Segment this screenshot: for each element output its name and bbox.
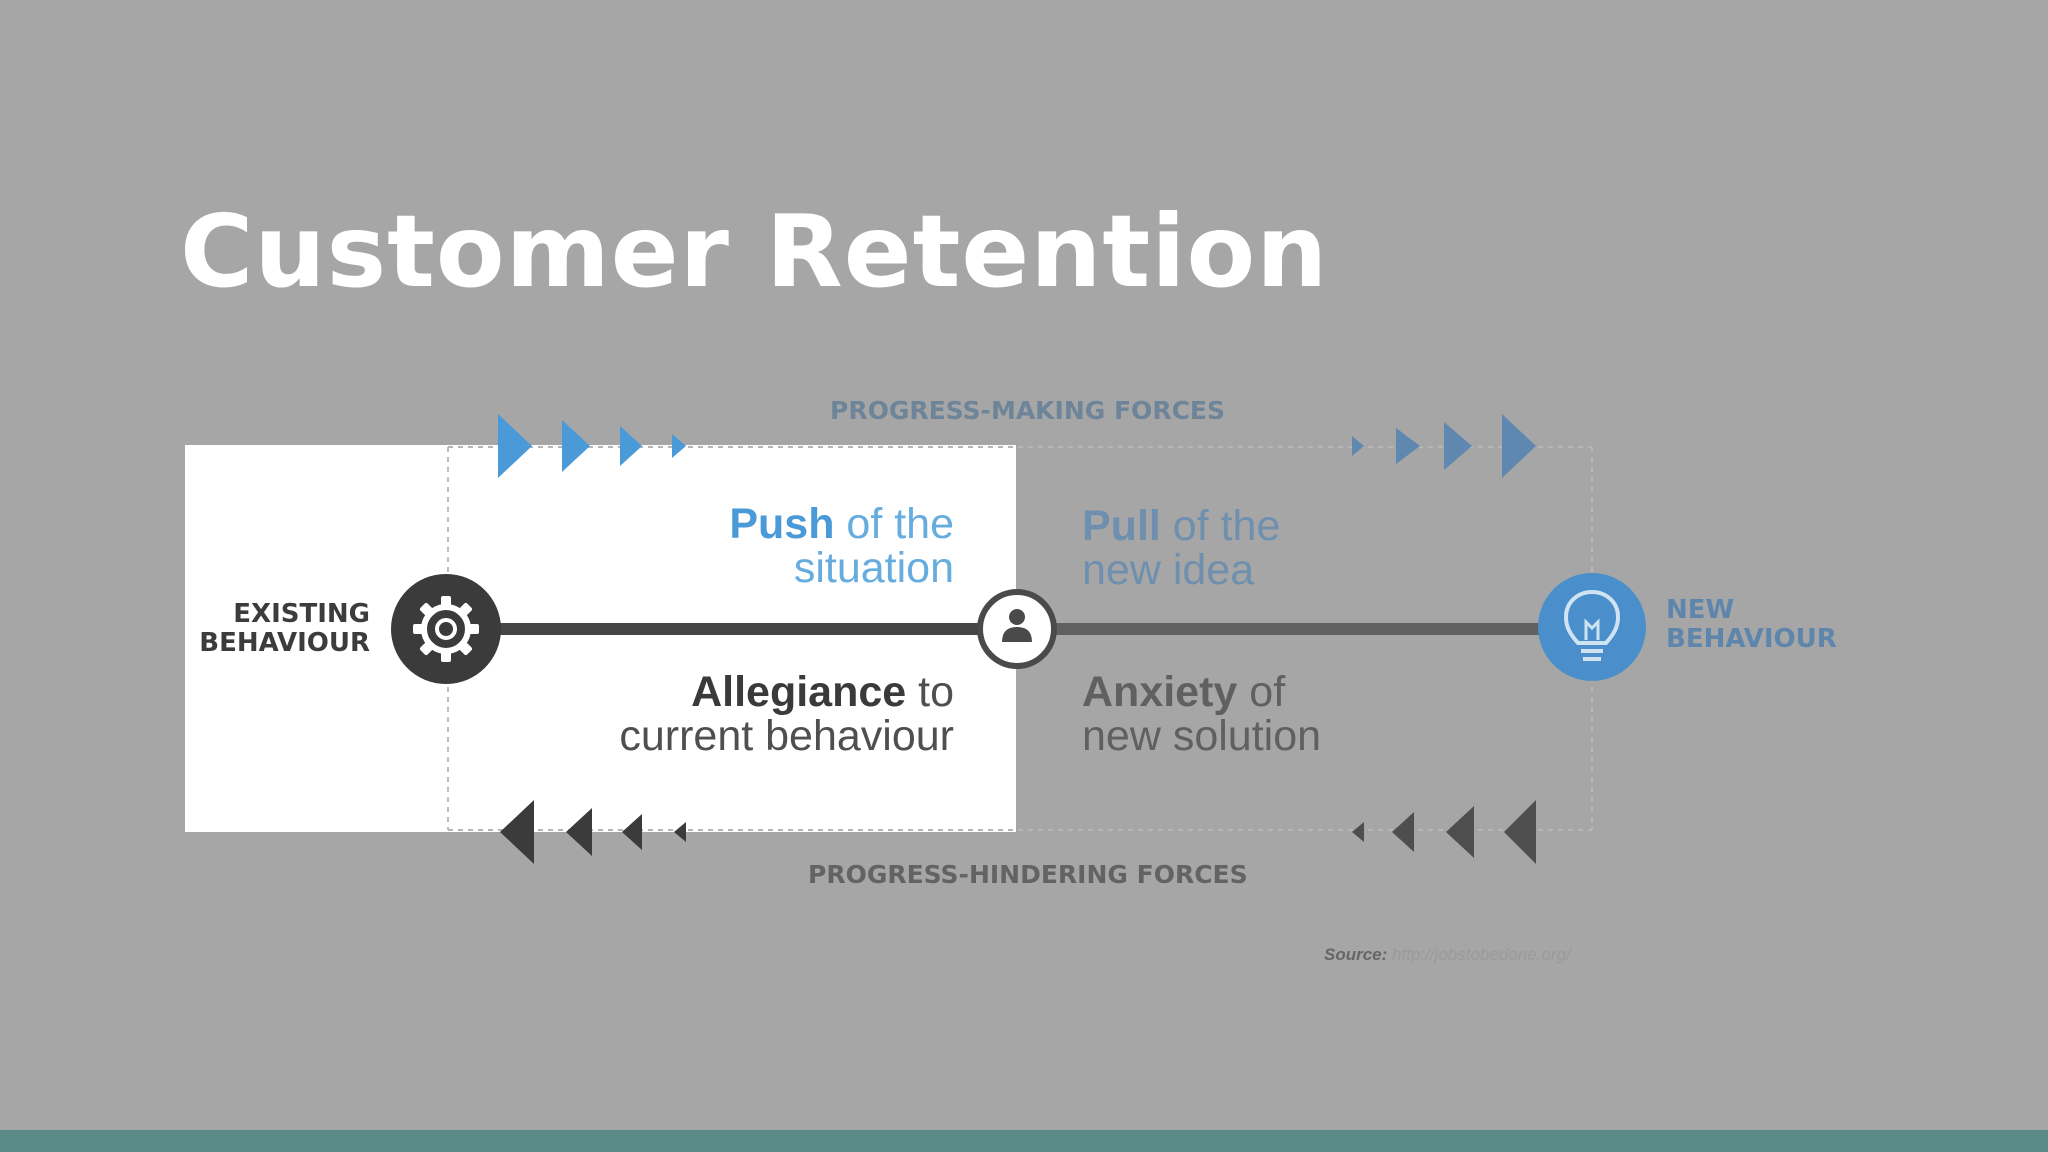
arrow-left-icon [500,800,534,864]
lightbulb-icon [1538,573,1646,681]
arrow-left-icon [674,822,686,842]
existing-line2: BEHAVIOUR [199,628,370,658]
arrow-right-icon [1352,436,1364,456]
new-line1: NEW [1666,595,1735,625]
arrow-left-icon [1446,806,1474,858]
new-behaviour-label: NEW BEHAVIOUR [1666,596,1837,654]
arrow-right-icon [672,434,686,458]
allegiance-force-text: Allegiance to current behaviour [619,670,954,758]
existing-line1: EXISTING [233,599,370,629]
arrow-left-icon [1504,800,1536,864]
push-force-text: Push of the situation [729,502,954,590]
pull-rest: of the [1160,502,1281,550]
anxiety-line2: new solution [1082,712,1322,760]
arrow-left-icon [622,814,642,850]
source-citation: Source: http://jobstobedone.org/ [1324,945,1571,965]
bottom-accent-bar [0,1130,2048,1152]
source-label: Source: [1324,945,1388,964]
arrow-right-icon [498,414,532,478]
arrow-right-icon [620,426,642,466]
arrow-right-icon [562,420,590,472]
push-line2: situation [793,544,954,592]
arrow-right-icon [1396,428,1420,464]
pull-bold: Pull [1082,502,1161,550]
allegiance-rest: to [906,668,954,716]
allegiance-bold: Allegiance [691,668,907,716]
anxiety-force-text: Anxiety of new solution [1082,670,1321,758]
source-url[interactable]: http://jobstobedone.org/ [1392,945,1571,964]
arrow-right-icon [1502,414,1536,478]
gear-icon [391,574,501,684]
arrow-left-icon [1392,812,1414,852]
person-icon [977,589,1057,669]
progress-making-forces-label: PROGRESS-MAKING FORCES [830,396,1225,425]
arrow-left-icon [1352,822,1364,842]
progress-hindering-forces-label: PROGRESS-HINDERING FORCES [808,860,1248,889]
arrow-left-icon [566,808,592,856]
anxiety-rest: of [1237,668,1286,716]
new-line2: BEHAVIOUR [1666,624,1837,654]
pull-force-text: Pull of the new idea [1082,504,1280,592]
push-bold: Push [729,500,835,548]
allegiance-line2: current behaviour [619,712,954,760]
pull-line2: new idea [1082,546,1255,594]
anxiety-bold: Anxiety [1082,668,1238,716]
highlight-box [185,445,1016,832]
arrow-right-icon [1444,422,1472,470]
existing-behaviour-label: EXISTING BEHAVIOUR [199,600,370,658]
slide-title: Customer Retention [180,193,1329,310]
push-rest: of the [834,500,954,548]
